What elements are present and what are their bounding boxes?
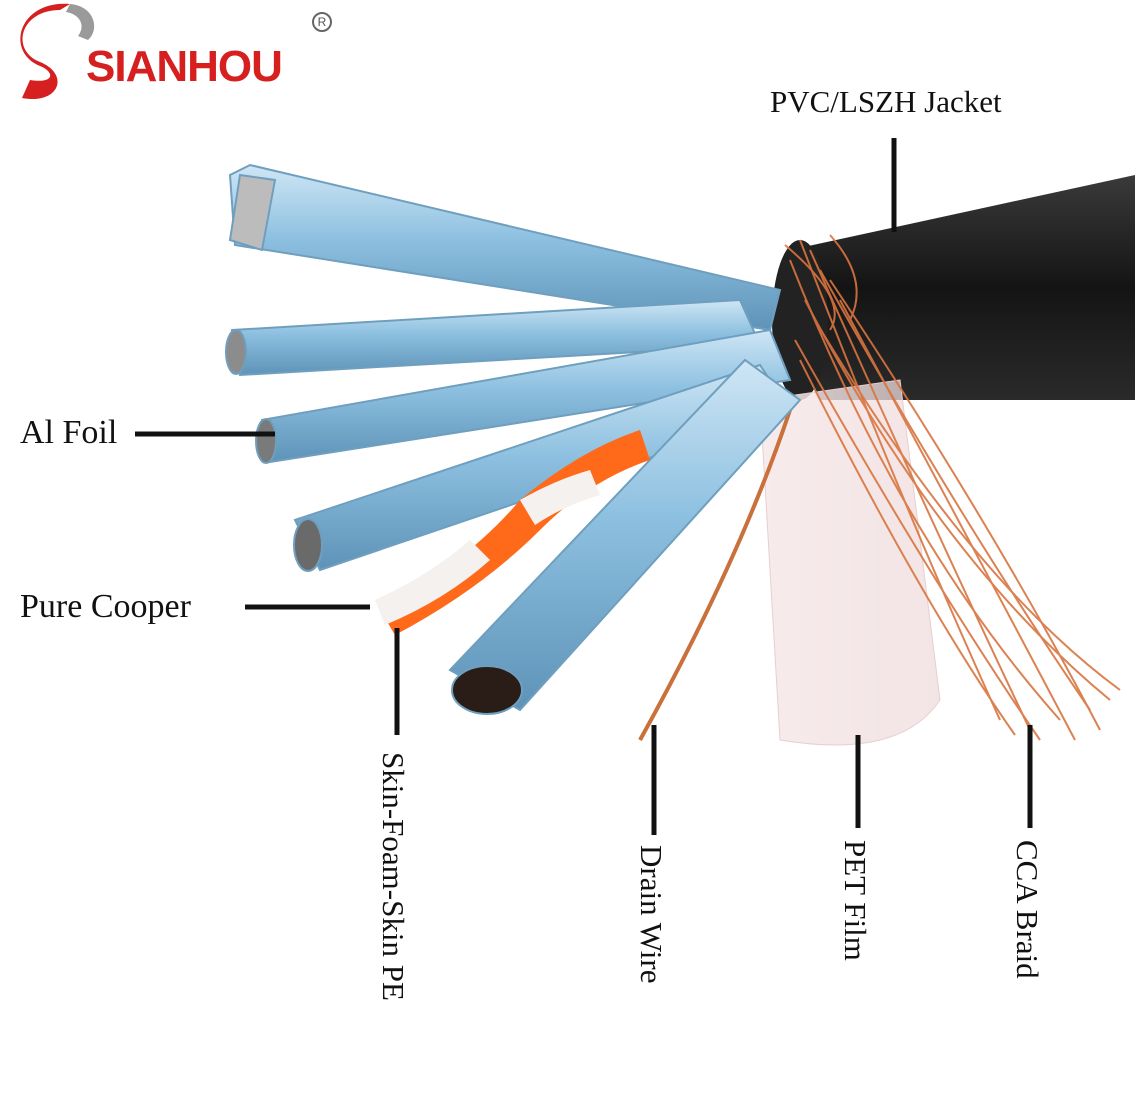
label-foil: Al Foil [20, 414, 118, 451]
leader-lines [135, 138, 1033, 835]
label-jacket: PVC/LSZH Jacket [770, 84, 1002, 119]
twisted-pair-shape [375, 430, 650, 635]
label-pet-film: PET Film [838, 840, 873, 961]
brand-name: SIANHOU [86, 42, 283, 91]
label-cca-braid: CCA Braid [1010, 840, 1045, 979]
logo-mark [20, 3, 95, 100]
foil-pairs [225, 163, 802, 715]
label-copper: Pure Cooper [20, 588, 191, 625]
jacket-shape [788, 175, 1135, 400]
registered-mark: R [312, 12, 332, 32]
label-insulation: Skin-Foam-Skin PE [376, 752, 411, 1001]
braid-shape [784, 234, 1121, 741]
pet-film-shape [759, 379, 941, 746]
label-drain-wire: Drain Wire [634, 845, 669, 984]
drain-wire-shape [638, 409, 792, 741]
